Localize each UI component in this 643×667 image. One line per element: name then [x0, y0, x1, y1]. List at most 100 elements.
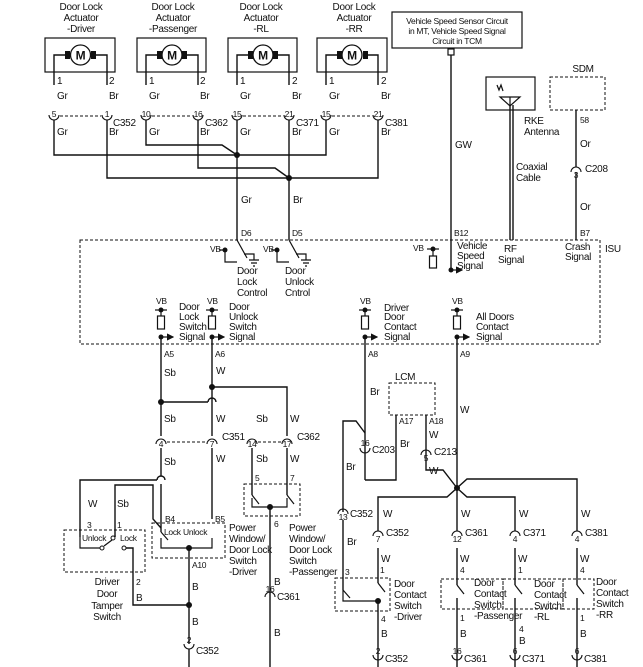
diagram-label: 16 — [194, 109, 203, 119]
connector-label: C352 — [385, 654, 408, 665]
diagram-label: Switch — [229, 556, 257, 567]
actuator-title: Actuator — [156, 13, 192, 24]
actuator-driver: Door Lock Actuator -Driver M — [44, 2, 116, 85]
diagram-label: Lock — [120, 533, 138, 543]
diagram-label: Speed — [457, 251, 484, 262]
diagram-label: VB — [210, 244, 221, 254]
connector-label: C362 — [297, 432, 320, 443]
diagram-label: Door — [384, 312, 405, 323]
door-contact-wiring: Br LCM A17 Br A18 W 5 C213 W 16 C203 Br … — [334, 337, 629, 667]
diagram-label: Sb — [117, 499, 129, 510]
diagram-label: W — [88, 499, 98, 510]
diagram-label: W — [216, 454, 226, 465]
diagram-label: Signal — [384, 332, 410, 343]
diagram-label: W — [518, 554, 528, 565]
diagram-label: Gr — [241, 195, 252, 206]
connector-label: C381 — [584, 654, 607, 665]
diagram-label: B4 — [165, 514, 175, 524]
diagram-label: 21 — [374, 109, 383, 119]
diagram-label: 6 — [513, 646, 518, 656]
diagram-label: B12 — [454, 228, 469, 238]
diagram-label: B — [192, 617, 199, 628]
vehicle-speed-sensor-box: Vehicle Speed Sensor Circuit in MT, Vehi… — [391, 11, 523, 268]
diagram-label: W — [290, 454, 300, 465]
diagram-label: Door — [474, 578, 495, 589]
actuator-rr: Door Lock Actuator -RR M — [316, 2, 388, 85]
diagram-label: 1 — [240, 76, 246, 87]
diagram-label: Br — [200, 91, 210, 102]
diagram-label: A10 — [192, 560, 207, 570]
diagram-label: Unlock — [183, 527, 208, 537]
diagram-label: M — [347, 49, 357, 63]
diagram-label: 14 — [248, 439, 257, 449]
diagram-label: Gr — [329, 91, 340, 102]
diagram-label: Switch — [93, 612, 121, 623]
diagram-label: -Passenger — [474, 611, 523, 622]
diagram-label: 2 — [381, 76, 387, 87]
diagram-label: -Passenger — [289, 567, 338, 578]
diagram-label: Sb — [164, 368, 176, 379]
motor-icon: M — [53, 44, 108, 85]
diagram-label: Gr — [149, 91, 160, 102]
diagram-label: W — [580, 554, 590, 565]
diagram-label: -Driver — [229, 567, 258, 578]
diagram-label: RKE — [524, 116, 544, 127]
pw-passenger-switch-box — [243, 483, 301, 517]
diagram-label: Control — [237, 288, 267, 299]
diagram-label: W — [290, 414, 300, 425]
diagram-label: B — [381, 629, 388, 640]
diagram-label: Switch — [289, 556, 317, 567]
connector-label: C351 — [222, 432, 245, 443]
diagram-label: Contact — [384, 322, 417, 333]
diagram-label: Switch — [596, 599, 624, 610]
connector-label: C362 — [205, 118, 228, 129]
lcm-module — [388, 382, 436, 416]
diagram-label: M — [76, 49, 86, 63]
diagram-label: 7 — [290, 473, 295, 483]
diagram-label: Door Lock — [229, 545, 273, 556]
diagram-label: Vehicle — [457, 241, 488, 252]
diagram-label: 1 — [105, 109, 110, 119]
diagram-label: W — [381, 554, 391, 565]
connector-label: C381 — [385, 118, 408, 129]
diagram-label: 1 — [460, 613, 465, 623]
diagram-label: LCM — [395, 372, 415, 383]
diagram-label: Br — [109, 91, 119, 102]
diagram-label: 5 — [52, 109, 57, 119]
diagram-label: 4 — [159, 439, 164, 449]
actuator-passenger: Door Lock Actuator -Passenger M — [136, 2, 207, 85]
diagram-label: Signal — [498, 255, 524, 266]
diagram-label: Br — [381, 127, 391, 138]
diagram-label: RF — [504, 244, 517, 255]
motor-icon: M — [325, 44, 379, 85]
diagram-label: Driver — [384, 303, 410, 314]
connector-label: C371 — [523, 528, 546, 539]
diagram-label: -Driver — [394, 612, 423, 623]
diagram-label: 2 — [376, 646, 381, 656]
diagram-label: B — [580, 629, 587, 640]
diagram-label: M — [258, 49, 268, 63]
diagram-label: Br — [370, 387, 380, 398]
diagram-label: W — [429, 430, 439, 441]
sdm-module: SDM 58 Or 3 C208 Or — [549, 64, 609, 240]
diagram-label: ISU — [605, 244, 621, 255]
actuator-rl: Door Lock Actuator -RL M — [227, 2, 298, 85]
diagram-label: 10 — [142, 109, 151, 119]
diagram-label: 1 — [518, 565, 523, 575]
diagram-label: Door — [179, 302, 200, 313]
diagram-label: A18 — [429, 416, 444, 426]
actuator-title: Door Lock — [240, 2, 284, 13]
diagram-label: W — [581, 509, 591, 520]
diagram-label: Br — [347, 537, 357, 548]
diagram-label: Door — [285, 266, 306, 277]
motor-icon: M — [236, 44, 290, 85]
diagram-label: Door — [97, 589, 118, 600]
diagram-label: 5 — [255, 473, 260, 483]
antenna-icon — [496, 83, 522, 107]
diagram-label: Br — [292, 127, 302, 138]
diagram-label: B — [274, 577, 281, 588]
diagram-label: VB — [452, 296, 463, 306]
